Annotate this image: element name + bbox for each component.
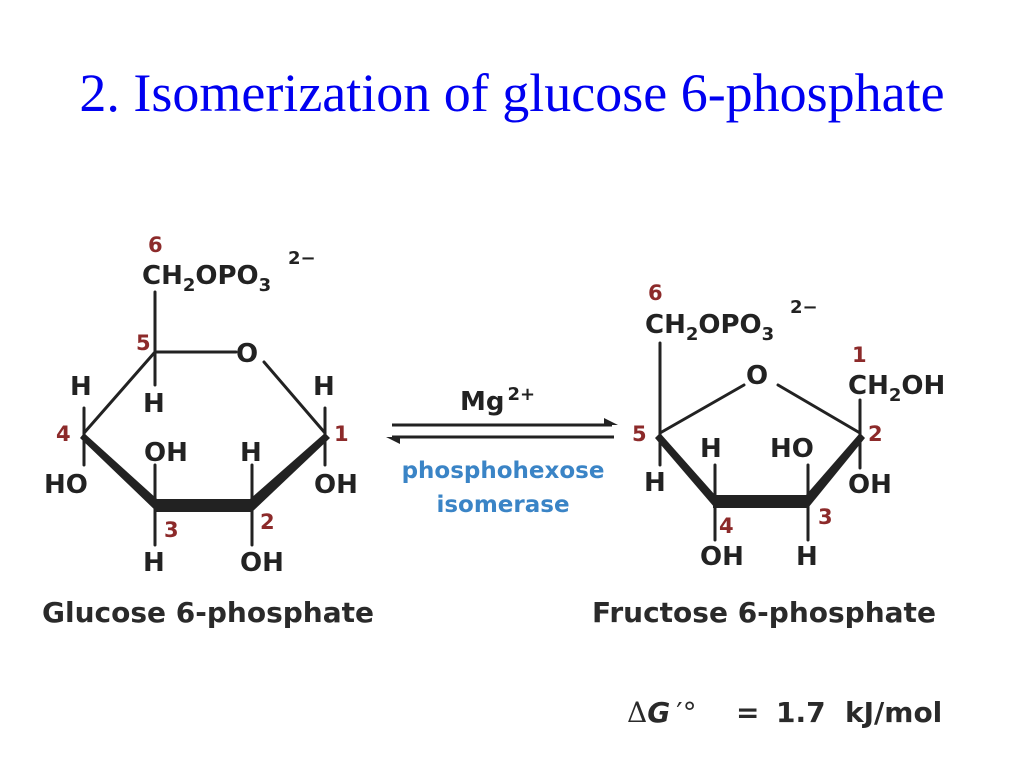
glucose-c6-number: 6	[148, 233, 163, 257]
fructose-structure: 6 CH2OPO3 2− 1 CH2OH O 5 H 2 OH H 4 OH	[592, 281, 945, 629]
glucose-o-c1-bond	[262, 360, 327, 435]
fructose-c3-number: 3	[818, 505, 833, 529]
glucose-c1-number: 1	[334, 422, 349, 446]
glucose-ch2opo3-group: CH2OPO3	[142, 261, 271, 296]
glucose-c4-number: 4	[56, 422, 71, 446]
delta-g-value: 1.7	[776, 696, 826, 729]
fructose-ring-oxygen: O	[746, 361, 768, 391]
fructose-ch2opo3-group: CH2OPO3	[645, 310, 774, 345]
glucose-c2-c1-wedge	[250, 433, 330, 512]
glucose-caption: Glucose 6-phosphate	[42, 596, 374, 629]
fructose-caption: Fructose 6-phosphate	[592, 596, 936, 629]
glucose-c3-oh: OH	[144, 438, 188, 468]
fructose-ch2oh-group: CH2OH	[848, 371, 945, 406]
glucose-c4-ho: HO	[44, 470, 88, 500]
fructose-o-c2-bond	[776, 383, 862, 435]
fructose-c6-number: 6	[648, 281, 663, 305]
glucose-c2-oh: OH	[240, 548, 284, 578]
glucose-c1-h: H	[313, 372, 335, 402]
fructose-c5-c4-wedge	[655, 433, 715, 508]
fructose-c4-h: H	[700, 434, 722, 464]
glucose-structure: 6 CH2OPO3 2− O 5 H H 4 HO H	[42, 233, 374, 629]
glucose-c5-c4-bond	[82, 350, 157, 435]
fructose-c5-number: 5	[632, 422, 647, 446]
delta-g-unit: kJ/mol	[845, 696, 942, 729]
glucose-c4-h: H	[70, 372, 92, 402]
delta-g-symbol: ΔG′°	[627, 696, 697, 729]
fructose-c2-number: 2	[868, 422, 883, 446]
glucose-c3-number: 3	[164, 518, 179, 542]
glucose-c5-number: 5	[136, 331, 151, 355]
fructose-c5-h: H	[644, 468, 666, 498]
slide-title: 2. Isomerization of glucose 6-phosphate	[79, 63, 945, 123]
reverse-arrowhead	[386, 437, 400, 444]
glucose-ring-oxygen: O	[236, 339, 258, 369]
fructose-c3-c2-wedge	[806, 433, 865, 508]
fructose-c1-number: 1	[852, 343, 867, 367]
glucose-c3-h: H	[143, 548, 165, 578]
fructose-c3-h: H	[796, 542, 818, 572]
fructose-c4-number: 4	[719, 514, 734, 538]
glucose-c5-h: H	[143, 389, 165, 419]
fructose-c5-o-bond	[658, 383, 746, 435]
fructose-c2-oh: OH	[848, 470, 892, 500]
free-energy: ΔG′° = 1.7 kJ/mol	[627, 696, 942, 729]
glucose-c2-number: 2	[260, 510, 275, 534]
glucose-phosphate-charge: 2−	[288, 248, 316, 269]
fructose-c4-oh: OH	[700, 542, 744, 572]
enzyme-name-line1: phosphohexose	[402, 458, 605, 484]
enzyme-name-line2: isomerase	[436, 492, 569, 518]
glucose-c1-oh: OH	[314, 470, 358, 500]
glucose-c2-h: H	[240, 438, 262, 468]
fructose-phosphate-charge: 2−	[790, 297, 818, 318]
delta-g-equals: =	[736, 696, 759, 729]
fructose-c3-ho: HO	[770, 434, 814, 464]
fructose-c4-c3-wedge	[713, 495, 808, 508]
glucose-c3-c2-wedge	[155, 499, 252, 512]
glucose-c4-c3-wedge	[80, 433, 157, 512]
forward-arrowhead	[604, 418, 618, 425]
